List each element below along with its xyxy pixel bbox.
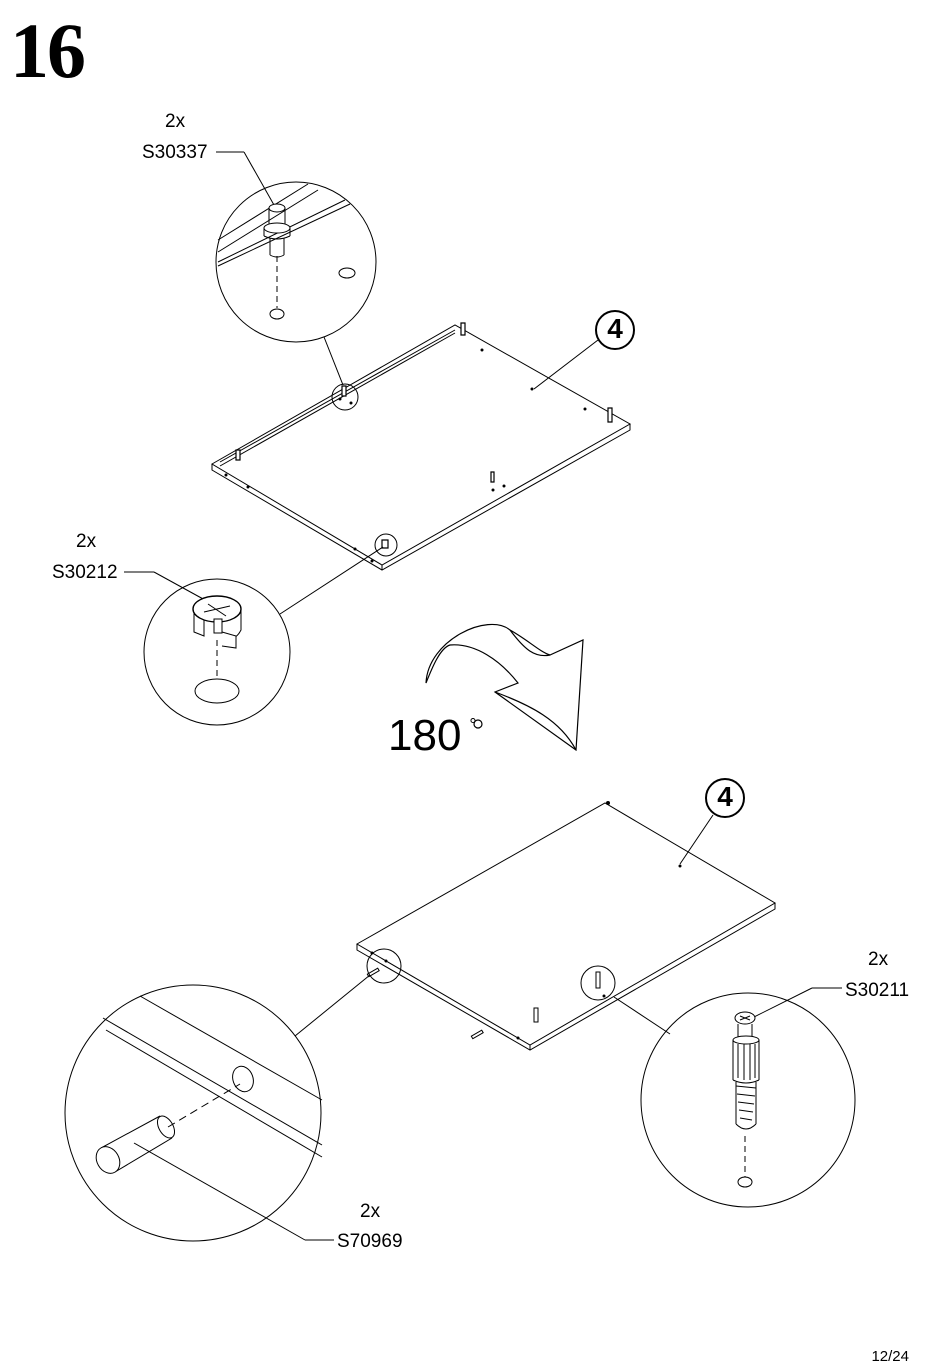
zoom-circle-s30211 <box>614 988 855 1207</box>
panel-top <box>212 323 630 570</box>
panel-number-top: 4 <box>604 315 626 343</box>
panel-number-bottom: 4 <box>714 783 736 811</box>
zoom-circle-s30212 <box>124 547 383 725</box>
rotation-arrow <box>426 624 583 750</box>
panel-bottom <box>357 801 775 1050</box>
zoom-circle-s70969 <box>65 975 370 1241</box>
zoom-circle-s30337 <box>216 152 376 385</box>
